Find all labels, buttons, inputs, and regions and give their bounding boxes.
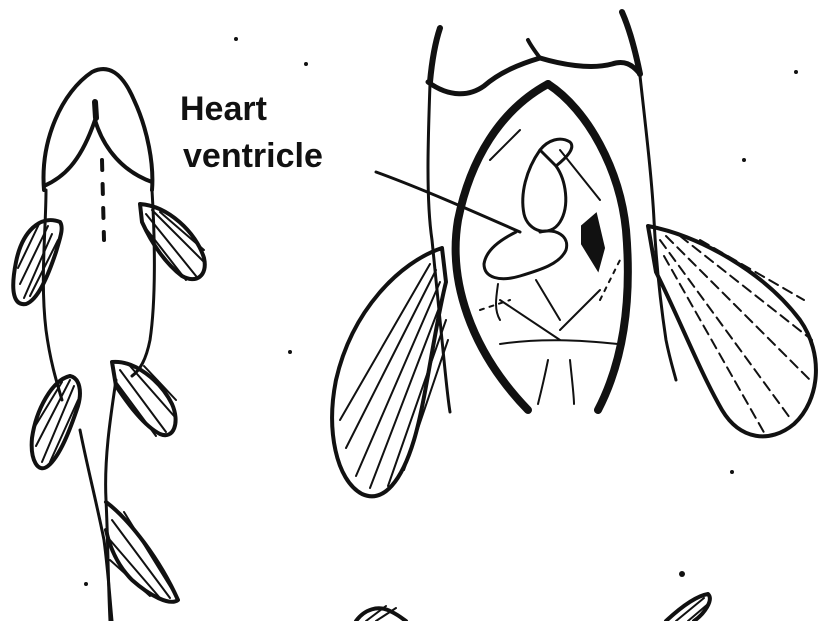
label-heart: Heart [180,90,267,128]
fish-jaw-line [44,120,152,186]
fish-dissection-view [332,12,816,496]
fish-ventral-view [13,69,205,621]
heart-atrium [484,231,567,279]
label-ventricle: ventricle [183,137,323,175]
direction-arrow [582,214,604,270]
label-leader-line [376,172,520,232]
fish-tail-fin [106,502,178,602]
incision-left [456,84,548,410]
fish-midline [102,160,104,240]
